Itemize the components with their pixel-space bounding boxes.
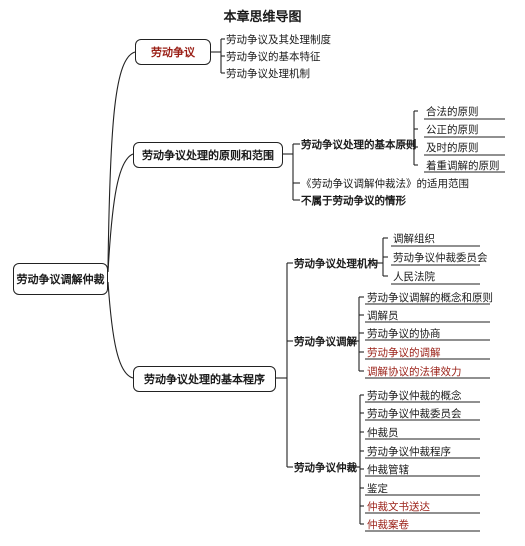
leaf-item: 劳动争议仲裁委员会 bbox=[393, 252, 488, 264]
page-title: 本章思维导图 bbox=[223, 10, 302, 25]
leaf-item: 及时的原则 bbox=[426, 142, 479, 154]
subtopic-excluded[interactable]: 不属于劳动争议的情形 bbox=[301, 195, 406, 207]
leaf-item: 劳动争议的协商 bbox=[367, 328, 441, 340]
leaf-item: 调解员 bbox=[367, 310, 399, 322]
subtopic-scope[interactable]: 《劳动争议调解仲裁法》的适用范围 bbox=[301, 178, 469, 190]
branch-procedure-label: 劳动争议处理的基本程序 bbox=[144, 373, 265, 386]
leaf-item: 劳动争议调解的概念和原则 bbox=[367, 292, 493, 304]
leaf-item: 仲裁员 bbox=[367, 427, 399, 439]
subtopic-mediation[interactable]: 劳动争议调解 bbox=[294, 336, 357, 348]
leaf-item: 劳动争议的调解 bbox=[367, 347, 441, 359]
subtopic-principles[interactable]: 劳动争议处理的基本原则 bbox=[301, 139, 417, 151]
leaf-item: 人民法院 bbox=[393, 271, 435, 283]
subtopic-arbitration[interactable]: 劳动争议仲裁 bbox=[294, 462, 357, 474]
leaf-item: 着重调解的原则 bbox=[426, 160, 500, 172]
leaf-item: 公正的原则 bbox=[426, 124, 479, 136]
branch-procedure[interactable]: 劳动争议处理的基本程序 bbox=[133, 366, 276, 392]
leaf-item: 合法的原则 bbox=[426, 106, 479, 118]
leaf-item: 仲裁管辖 bbox=[367, 464, 409, 476]
branch-principles-scope-label: 劳动争议处理的原则和范围 bbox=[142, 149, 274, 162]
leaf-item: 仲裁文书送达 bbox=[367, 501, 430, 513]
branch-principles-scope[interactable]: 劳动争议处理的原则和范围 bbox=[133, 142, 283, 168]
leaf-item: 鉴定 bbox=[367, 483, 388, 495]
branch-labor-dispute[interactable]: 劳动争议 bbox=[135, 39, 211, 65]
leaf-item: 调解组织 bbox=[393, 233, 435, 245]
leaf-item: 劳动争议仲裁委员会 bbox=[367, 408, 462, 420]
leaf-item: 劳动争议的基本特征 bbox=[226, 51, 321, 63]
subtopic-org[interactable]: 劳动争议处理机构 bbox=[294, 258, 378, 270]
leaf-item: 劳动争议仲裁程序 bbox=[367, 446, 451, 458]
root-label: 劳动争议调解仲裁 bbox=[16, 273, 105, 286]
leaf-item: 仲裁案卷 bbox=[367, 519, 409, 531]
leaf-item: 劳动争议及其处理制度 bbox=[226, 34, 331, 46]
root-node[interactable]: 劳动争议调解仲裁 bbox=[13, 263, 108, 295]
leaf-item: 调解协议的法律效力 bbox=[367, 366, 462, 378]
branch-labor-dispute-label: 劳动争议 bbox=[151, 46, 195, 59]
leaf-item: 劳动争议处理机制 bbox=[226, 68, 310, 80]
leaf-item: 劳动争议仲裁的概念 bbox=[367, 390, 462, 402]
